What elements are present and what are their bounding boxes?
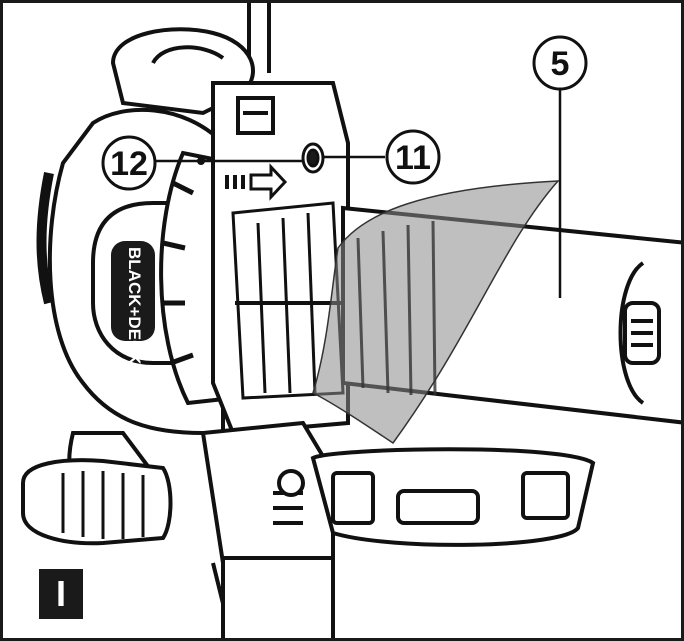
- brand-badge: BLACK+DECKER: [111, 241, 155, 388]
- callout-12: 12: [101, 135, 157, 191]
- callout-12-number: 12: [110, 145, 148, 183]
- callout-5: 5: [532, 35, 588, 91]
- intake-grill: [231, 201, 345, 400]
- collection-tray: [277, 447, 596, 547]
- leader-dot: [197, 157, 205, 165]
- figure-label: I: [39, 569, 83, 619]
- callout-11: 11: [385, 129, 441, 185]
- lower-grip: [21, 431, 173, 546]
- alignment-marks-icon: [225, 175, 245, 189]
- panel-ribs: [356, 220, 437, 396]
- arrow-right-icon: [249, 163, 288, 201]
- callout-5-number: 5: [551, 45, 570, 83]
- callout-11-number: 11: [395, 139, 431, 177]
- brand-text: BLACK+DECKER: [125, 247, 144, 388]
- leader-lines: [155, 88, 562, 298]
- release-button: [301, 142, 325, 174]
- blower-illustration: BLACK+DECKER: [21, 3, 681, 638]
